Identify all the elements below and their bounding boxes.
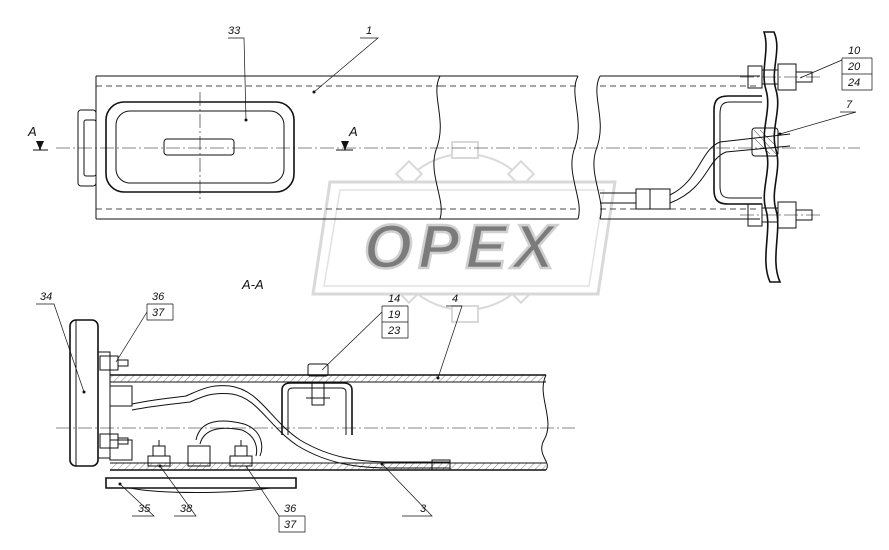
frame-plate — [762, 31, 782, 283]
terminal-right — [229, 440, 253, 467]
inner-bracket — [281, 382, 353, 435]
top-view: A A — [27, 31, 860, 283]
lamp-lens — [163, 138, 235, 156]
mounting-bracket — [713, 95, 762, 205]
callout-19: 19 — [388, 309, 400, 321]
callout-7: 7 — [846, 99, 853, 111]
callout-20: 20 — [847, 61, 861, 73]
callout-36-lower: 36 — [284, 503, 297, 515]
callout-34: 34 — [40, 291, 52, 303]
section-marker-right: A — [336, 124, 358, 151]
callout-4: 4 — [452, 293, 458, 305]
section-marker-left: A — [27, 124, 48, 151]
cover-plate — [105, 477, 297, 489]
watermark-text: OPEX — [364, 213, 560, 282]
callout-1: 1 — [366, 25, 372, 37]
svg-text:A: A — [348, 124, 358, 139]
callouts: 33 1 10 20 24 7 34 36 37 14 19 23 4 — [36, 25, 873, 533]
watermark-plate — [311, 180, 617, 296]
capacitor — [187, 445, 211, 467]
grommet — [751, 127, 779, 157]
callout-23: 23 — [387, 325, 401, 337]
callout-35: 35 — [138, 503, 151, 515]
callout-33: 33 — [228, 25, 241, 37]
callout-36-upper: 36 — [152, 291, 165, 303]
svg-text:A: A — [27, 124, 37, 139]
callout-38: 38 — [180, 503, 193, 515]
terminal-left — [147, 440, 171, 467]
section-view: A-A — [56, 277, 575, 493]
section-title: A-A — [241, 277, 264, 292]
callout-3: 3 — [420, 503, 427, 515]
callout-24: 24 — [847, 77, 860, 89]
callout-37-lower: 37 — [284, 519, 297, 531]
wire-1 — [131, 385, 450, 463]
callout-37-upper: 37 — [152, 307, 165, 319]
callout-14: 14 — [388, 293, 400, 305]
callout-10: 10 — [848, 45, 861, 57]
connector — [635, 188, 671, 210]
watermark: OPEX — [311, 141, 617, 323]
